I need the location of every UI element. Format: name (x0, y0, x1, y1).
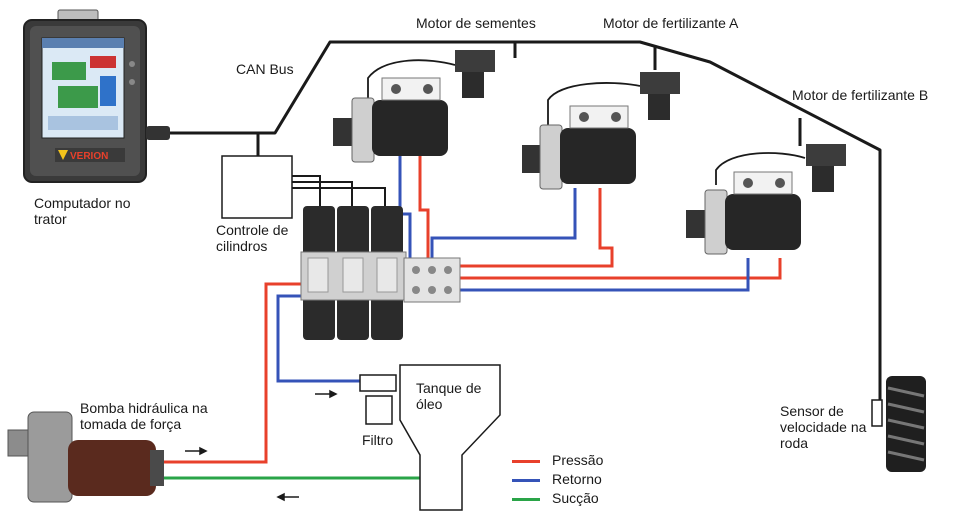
solenoid-valve-icon (300, 206, 461, 340)
label-sensor: Sensor de velocidade na roda (780, 403, 867, 451)
can-bus-cables (168, 40, 882, 400)
return-lines (276, 155, 750, 383)
wheel-tire-icon (886, 376, 926, 472)
label-motor-sementes: Motor de sementes (416, 15, 536, 31)
label-controle: Controle de cilindros (216, 222, 289, 254)
controle-cilindros-box (221, 155, 293, 219)
controle-valve-cables (292, 175, 386, 212)
legend-swatch-pressao (512, 460, 540, 463)
label-can-bus: CAN Bus (236, 61, 294, 77)
label-filtro: Filtro (362, 432, 394, 448)
legend-swatch-retorno (512, 479, 540, 482)
oil-tank (399, 364, 501, 511)
label-computador: Computador no trator (34, 195, 131, 227)
tractor-computer-icon: VERION (23, 9, 170, 183)
legend-swatch-succao (512, 498, 540, 501)
label-tanque: Tanque de óleo (416, 380, 482, 412)
suction-lines (160, 476, 462, 502)
pressure-lines (160, 155, 782, 464)
brand-logo: VERION (70, 151, 108, 162)
label-bomba: Bomba hidráulica na tomada de força (80, 400, 208, 432)
hydraulic-pump-icon (7, 411, 164, 503)
motor-signal-cables (367, 59, 806, 185)
legend-label-pressao: Pressão (552, 452, 604, 468)
flow-arrow-icon (185, 389, 338, 502)
wheel-speed-sensor (871, 399, 883, 427)
label-motor-fert-a: Motor de fertilizante A (603, 15, 739, 31)
label-motor-fert-b: Motor de fertilizante B (792, 87, 929, 103)
filter-body (365, 395, 393, 425)
legend-label-succao: Sucção (552, 490, 599, 506)
filter-head (359, 374, 397, 392)
hydraulic-motor-icon (333, 50, 846, 255)
legend-label-retorno: Retorno (552, 471, 602, 487)
